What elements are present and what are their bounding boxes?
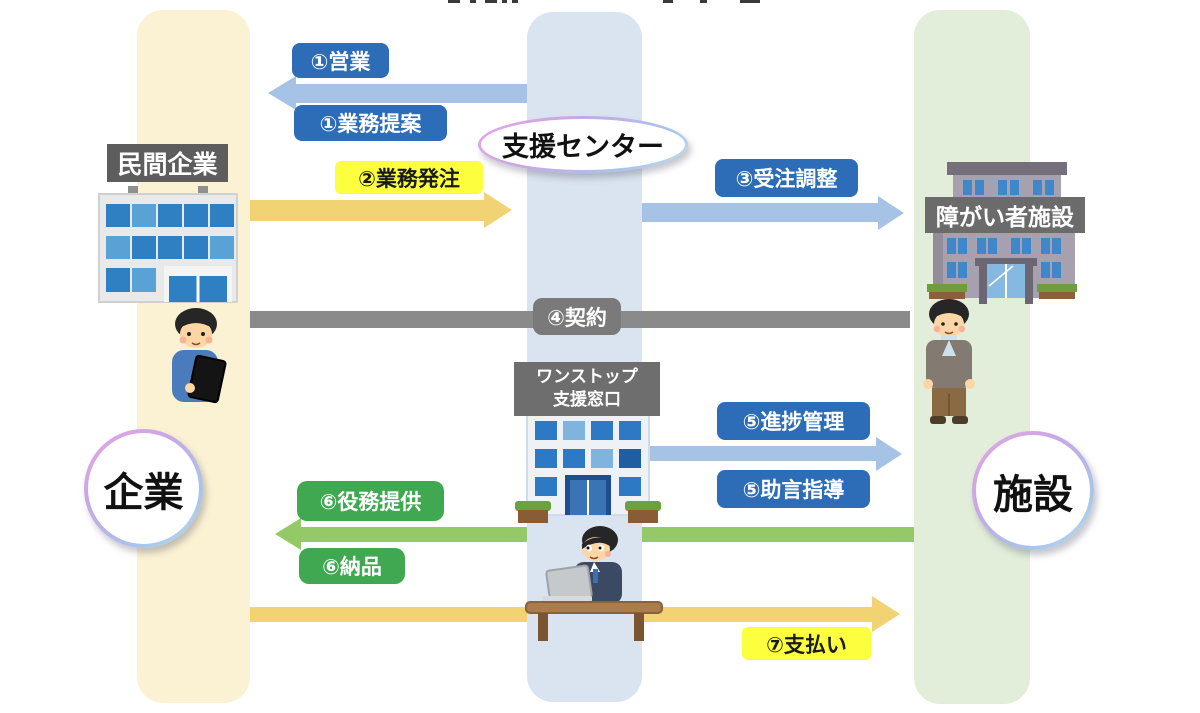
building-windows xyxy=(535,421,641,496)
title-fragment xyxy=(448,0,460,3)
support-center-oval-label: 支援センター xyxy=(481,119,685,170)
flow-label-sales: ①営業 xyxy=(292,43,389,78)
facility-staff-illustration xyxy=(923,299,975,424)
title-fragment xyxy=(700,0,707,3)
flow-label-delivery: ⑥納品 xyxy=(299,548,405,584)
flow-label-advice-guidance: ⑤助言指導 xyxy=(717,470,870,508)
arrow6-head-left xyxy=(275,518,301,550)
flow-label-progress-management: ⑤進捗管理 xyxy=(717,402,870,440)
arrow6-bar-left-segment xyxy=(301,527,527,542)
arrow5-bar xyxy=(643,446,876,461)
one-stop-window-sign-line1: ワンストップ xyxy=(536,367,638,388)
building-windows-upper xyxy=(963,180,1054,195)
building-entrance xyxy=(164,266,232,302)
support-center-staff-at-desk-illustration xyxy=(525,526,663,641)
arrow2-head-right xyxy=(484,192,512,228)
arrow2-bar xyxy=(250,200,484,221)
arrow7-bar-right-segment xyxy=(642,607,872,622)
company-circle-label: 企業 xyxy=(88,433,199,544)
private-company-building-illustration xyxy=(98,186,238,303)
arrow1-head-left xyxy=(268,76,296,110)
support-center-oval: 支援センター xyxy=(478,116,688,173)
company-worker-illustration xyxy=(172,308,227,404)
support-center-building-illustration xyxy=(515,413,661,523)
building-entrance xyxy=(565,475,611,515)
desk xyxy=(525,601,663,641)
arrow7-head-right xyxy=(872,596,900,632)
arrow3-head-right xyxy=(878,196,904,230)
flow-label-payment: ⑦支払い xyxy=(742,627,871,660)
facility-building-sign: 障がい者施設 xyxy=(925,197,1085,233)
building-entrance xyxy=(975,258,1037,304)
title-fragment xyxy=(485,0,497,3)
company-building-sign: 民間企業 xyxy=(107,144,228,182)
facility-circle: 施設 xyxy=(972,431,1094,550)
arrow3-bar xyxy=(642,203,878,222)
flow-label-service-provision: ⑥役務提供 xyxy=(297,481,444,521)
building-windows-lower xyxy=(947,238,1061,278)
title-fragment xyxy=(512,0,518,3)
one-stop-window-sign: ワンストップ 支援窓口 xyxy=(514,362,660,416)
flow-label-order-adjustment: ③受注調整 xyxy=(715,159,858,197)
arrow6-bar-right-segment xyxy=(642,527,914,542)
entrance-planters xyxy=(515,501,661,523)
one-stop-window-sign-line2: 支援窓口 xyxy=(553,390,621,410)
facility-circle-label: 施設 xyxy=(976,435,1090,546)
arrow7-bar-left-segment xyxy=(250,607,527,622)
entrance-planters xyxy=(927,284,1077,299)
company-circle: 企業 xyxy=(84,429,203,548)
flow-label-work-order: ②業務発注 xyxy=(335,161,483,194)
title-fragment xyxy=(470,0,476,3)
title-fragment xyxy=(740,0,760,3)
laptop xyxy=(542,564,593,604)
title-fragment xyxy=(502,0,507,3)
title-fragment xyxy=(663,0,673,3)
disability-facility-building-illustration xyxy=(927,162,1077,304)
arrow1-bar xyxy=(296,84,527,103)
arrow5-head-right xyxy=(876,437,902,471)
flow-label-business-proposal: ①業務提案 xyxy=(294,105,447,141)
building-windows xyxy=(106,204,234,292)
flow-label-contract: ④契約 xyxy=(533,298,621,335)
